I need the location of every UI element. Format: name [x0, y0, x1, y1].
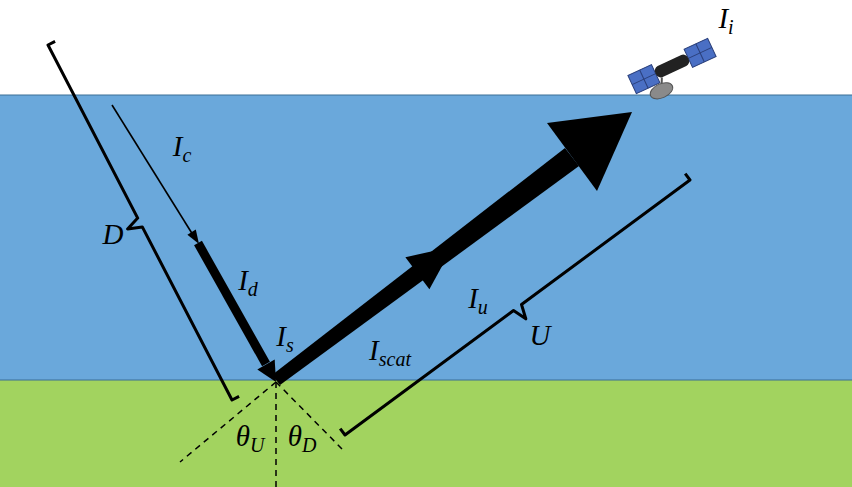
arrow-head	[257, 360, 276, 382]
satellite-icon	[628, 38, 723, 107]
path-label: U	[530, 321, 551, 354]
intensity-label: Ic	[173, 132, 192, 165]
intensity-label: Is	[276, 322, 293, 355]
water-layer	[0, 95, 852, 380]
satellite-dish	[648, 79, 676, 102]
bottom-line	[0, 380, 852, 381]
surface-line	[0, 95, 852, 96]
incident-ray	[112, 105, 193, 235]
path-label: D	[103, 220, 124, 253]
arrow-head	[547, 112, 632, 191]
intensity-label: Iu	[468, 284, 488, 317]
intensity-label: Iscat	[369, 336, 411, 369]
angle-label: θU	[236, 422, 265, 455]
arrow-head	[405, 247, 452, 289]
normal-line	[275, 382, 277, 487]
satellite-body	[653, 53, 691, 79]
upwelling-shaft	[272, 148, 579, 385]
angle-label: θD	[288, 422, 317, 455]
bracket	[48, 41, 239, 400]
downwelling-ray	[198, 243, 266, 364]
ground-layer	[0, 380, 852, 487]
panel-grid	[688, 47, 712, 58]
intensity-label: Ii	[718, 4, 733, 37]
bracket	[340, 174, 690, 435]
panel-grid	[632, 74, 656, 85]
arrow-head	[187, 230, 199, 245]
intensity-label: Id	[238, 266, 258, 299]
